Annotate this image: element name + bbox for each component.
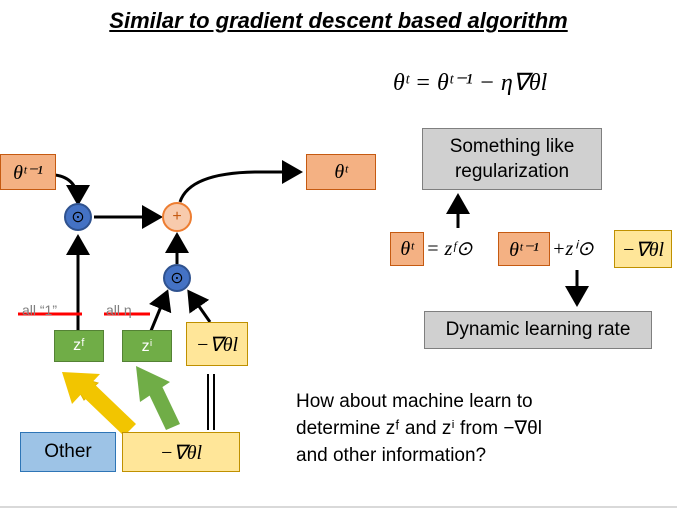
bottom-divider bbox=[0, 506, 677, 508]
elementwise-node-top: ⊙ bbox=[64, 203, 92, 231]
all-one-label: all “1” bbox=[22, 302, 58, 318]
plus-node: + bbox=[162, 202, 192, 232]
arrow-grad-to-dot2 bbox=[187, 289, 212, 323]
green-arrow bbox=[146, 382, 180, 430]
eq-theta-prev: θᵗ⁻¹ bbox=[498, 232, 550, 266]
all-eta-label: all η bbox=[106, 302, 132, 318]
arrow-theta-prev-to-dot bbox=[54, 173, 90, 206]
eq-plus-zi: +zⁱ⊙ bbox=[552, 238, 594, 260]
eq-equals-zf: = zᶠ⊙ bbox=[426, 238, 473, 260]
question-text: How about machine learn to determine zᶠ … bbox=[296, 388, 666, 469]
regularization-box: Something like regularization bbox=[422, 128, 602, 190]
dynamic-lr-box: Dynamic learning rate bbox=[424, 311, 652, 349]
neg-grad-input-box: −∇θl bbox=[122, 432, 240, 472]
theta-next-box: θᵗ bbox=[306, 154, 376, 190]
zi-box: zⁱ bbox=[122, 330, 172, 362]
eq-theta-t: θᵗ bbox=[390, 232, 424, 266]
question-line-2: determine zᶠ and zⁱ from −∇θl bbox=[296, 418, 542, 439]
update-equation: θᵗ = θᵗ⁻¹ − η∇θl bbox=[393, 70, 548, 96]
neg-grad-box: −∇θl bbox=[186, 322, 248, 366]
question-line-1: How about machine learn to bbox=[296, 391, 533, 412]
other-box: Other bbox=[20, 432, 116, 472]
slide-title: Similar to gradient descent based algori… bbox=[109, 8, 568, 33]
elementwise-node-bottom: ⊙ bbox=[163, 264, 191, 292]
eq-neg-grad: −∇θl bbox=[614, 230, 672, 268]
theta-prev-box: θᵗ⁻¹ bbox=[0, 154, 56, 190]
question-line-3: and other information? bbox=[296, 445, 487, 466]
arrow-plus-to-theta bbox=[178, 160, 303, 203]
zf-box: zᶠ bbox=[54, 330, 104, 362]
